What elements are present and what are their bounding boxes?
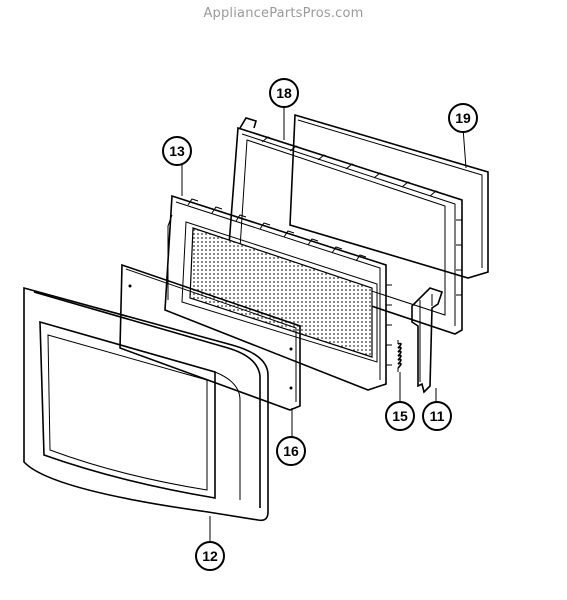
part-13-inner-door-frame — [164, 194, 392, 391]
callout-16: 16 — [276, 436, 306, 466]
callout-circle — [448, 103, 478, 133]
callout-label: 18 — [276, 85, 292, 101]
part-19-cover-panel — [289, 113, 489, 279]
callout-label: 13 — [169, 143, 185, 159]
callout-12: 12 — [195, 541, 225, 571]
callout-circle — [276, 436, 306, 466]
callout-circle — [269, 78, 299, 108]
callout-label: 11 — [430, 408, 445, 424]
callout-label: 16 — [283, 443, 299, 459]
callout-label: 12 — [202, 548, 218, 564]
leader-lines — [181, 104, 467, 542]
part-15-spring — [397, 340, 402, 372]
part-11-latch — [411, 287, 444, 394]
callout-15: 15 — [385, 401, 415, 431]
callout-circle — [195, 541, 225, 571]
callout-label: 15 — [392, 408, 408, 424]
callout-label: 19 — [455, 110, 471, 126]
callout-circle — [385, 401, 415, 431]
callout-11: 11 — [422, 401, 452, 431]
callout-circle — [422, 401, 452, 431]
callout-18: 18 — [269, 78, 299, 108]
leader-19 — [462, 127, 467, 169]
callout-13: 13 — [162, 136, 192, 166]
part-12-front-door-panel — [23, 286, 269, 522]
watermark-text: AppliancePartsPros.com — [203, 6, 364, 21]
callout-19: 19 — [448, 103, 478, 133]
part-16-door-screen — [119, 263, 301, 411]
callout-circle — [162, 136, 192, 166]
